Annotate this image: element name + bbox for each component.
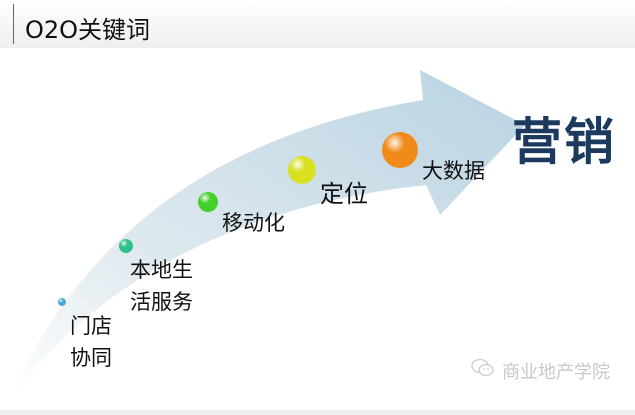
step-label-store: 门店 协同 bbox=[70, 310, 112, 374]
page-title: O2O关键词 bbox=[25, 16, 151, 44]
footer-bar bbox=[0, 410, 635, 415]
step-ball-highlight bbox=[58, 298, 66, 306]
step-ball-highlight bbox=[198, 192, 218, 212]
step-label-line: 门店 bbox=[70, 314, 112, 338]
header: O2O关键词 bbox=[0, 0, 635, 48]
watermark-text: 商业地产学院 bbox=[502, 361, 610, 383]
target-label-marketing: 营销 bbox=[512, 113, 616, 171]
step-ball-highlight bbox=[382, 132, 418, 168]
header-accent-bar bbox=[13, 4, 14, 44]
step-ball-highlight bbox=[288, 156, 316, 184]
step-label-local-services: 本地生 活服务 bbox=[130, 254, 193, 318]
step-label-big-data: 大数据 bbox=[422, 159, 485, 183]
step-label-line: 本地生 bbox=[130, 258, 193, 282]
step-label-line: 活服务 bbox=[130, 290, 193, 314]
watermark: 商业地产学院 bbox=[470, 357, 610, 384]
step-ball-highlight bbox=[119, 239, 133, 253]
step-label-line: 协同 bbox=[70, 346, 112, 370]
step-label-location: 定位 bbox=[320, 180, 368, 208]
step-label-mobile: 移动化 bbox=[222, 211, 285, 235]
wechat-icon bbox=[470, 357, 496, 384]
